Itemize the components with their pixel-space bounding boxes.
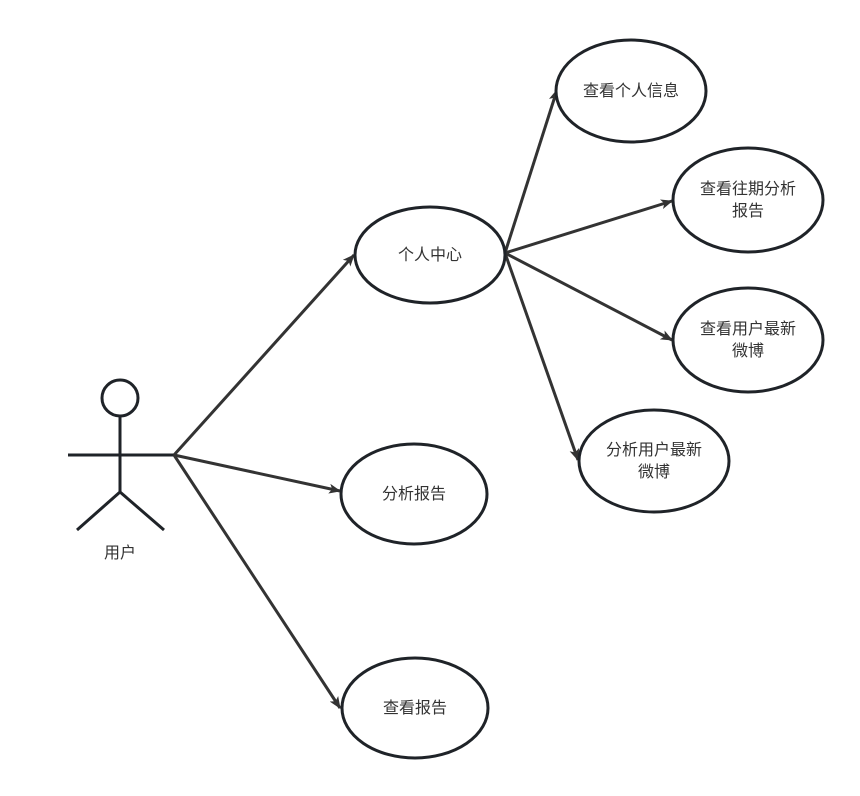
arrow-actor-to-personal-center [172,253,356,457]
usecase-label-analysis-report: 分析报告 [381,484,447,503]
actor-right-leg [119,490,165,532]
usecase-view-past-reports[interactable] [671,146,825,254]
usecase-label-view-personal-info: 查看个人信息 [582,81,680,100]
usecase-label-analyze-latest-weibo: 分析用户最新 微博 [605,440,703,481]
usecase-analyze-latest-weibo[interactable] [577,408,731,514]
usecase-label-view-report: 查看报告 [382,698,448,717]
actor-head [100,378,140,418]
actor-label: 用户 [103,543,137,562]
actor-left-leg [76,490,121,532]
arrow-center-to-personal-info [503,89,559,254]
usecase-label-personal-center: 个人中心 [397,245,463,264]
arrow-actor-to-view-report [172,454,342,709]
usecase-view-latest-weibo[interactable] [671,286,825,394]
usecase-label-view-past-reports: 查看往期分析 报告 [699,179,797,220]
arrow-actor-to-analysis-report [173,453,341,494]
usecase-view-report[interactable] [340,656,490,760]
actor-stick-figure[interactable] [68,378,174,532]
usecase-view-personal-info[interactable] [554,38,708,144]
usecase-personal-center[interactable] [353,205,507,305]
usecase-label-view-latest-weibo: 查看用户最新 微博 [699,319,797,360]
arrow-center-to-latest-weibo [504,251,673,342]
arrow-center-to-past-reports [504,199,673,255]
usecase-analysis-report[interactable] [339,442,489,546]
arrow-center-to-analyze-weibo [503,252,580,461]
